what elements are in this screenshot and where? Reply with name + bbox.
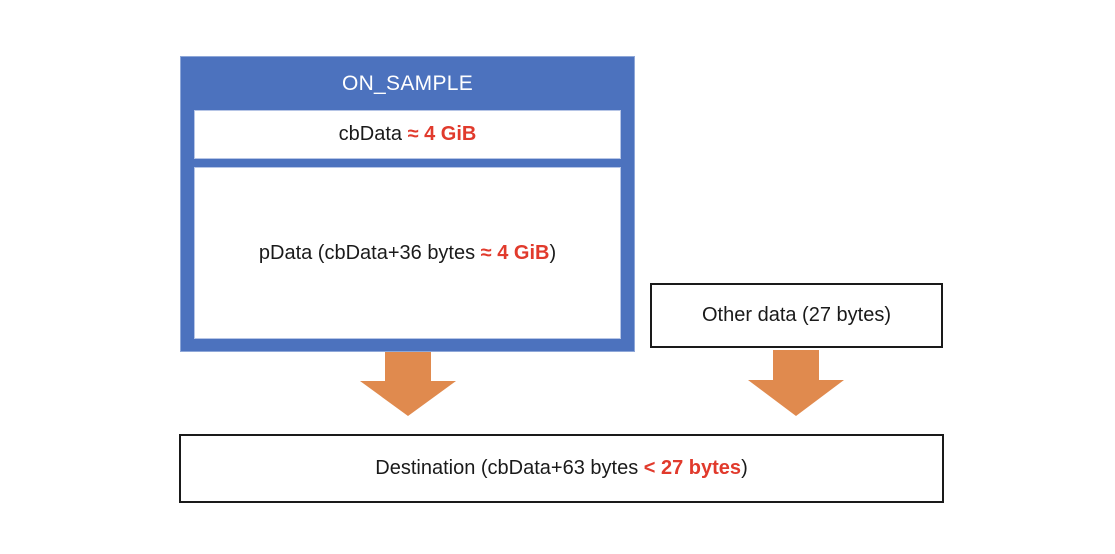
pdata-size-highlight: ≈ 4 GiB [480, 241, 550, 264]
destination-box: Destination (cbData+63 bytes < 27 bytes) [179, 434, 944, 503]
destination-size-highlight: < 27 bytes [643, 457, 742, 479]
on-sample-title: ON_SAMPLE [341, 71, 474, 95]
cbdata-label: cbData [338, 123, 408, 145]
pdata-label: pData (cbData+36 bytes [258, 241, 481, 264]
other-data-box: Other data (27 bytes) [650, 283, 943, 348]
other-data-label: Other data (27 bytes) [702, 304, 891, 326]
on-sample-box: ON_SAMPLE cbData ≈ 4 GiB pData (cbData+3… [180, 56, 635, 352]
down-arrow-icon [748, 350, 844, 416]
pdata-label-suffix: ) [549, 241, 557, 264]
cbdata-field: cbData ≈ 4 GiB [194, 110, 621, 159]
destination-label: Destination (cbData+63 bytes [375, 457, 644, 479]
destination-label-suffix: ) [741, 457, 748, 479]
down-arrow-icon [360, 352, 456, 416]
cbdata-size-highlight: ≈ 4 GiB [407, 123, 477, 145]
pdata-field: pData (cbData+36 bytes ≈ 4 GiB) [194, 167, 621, 339]
